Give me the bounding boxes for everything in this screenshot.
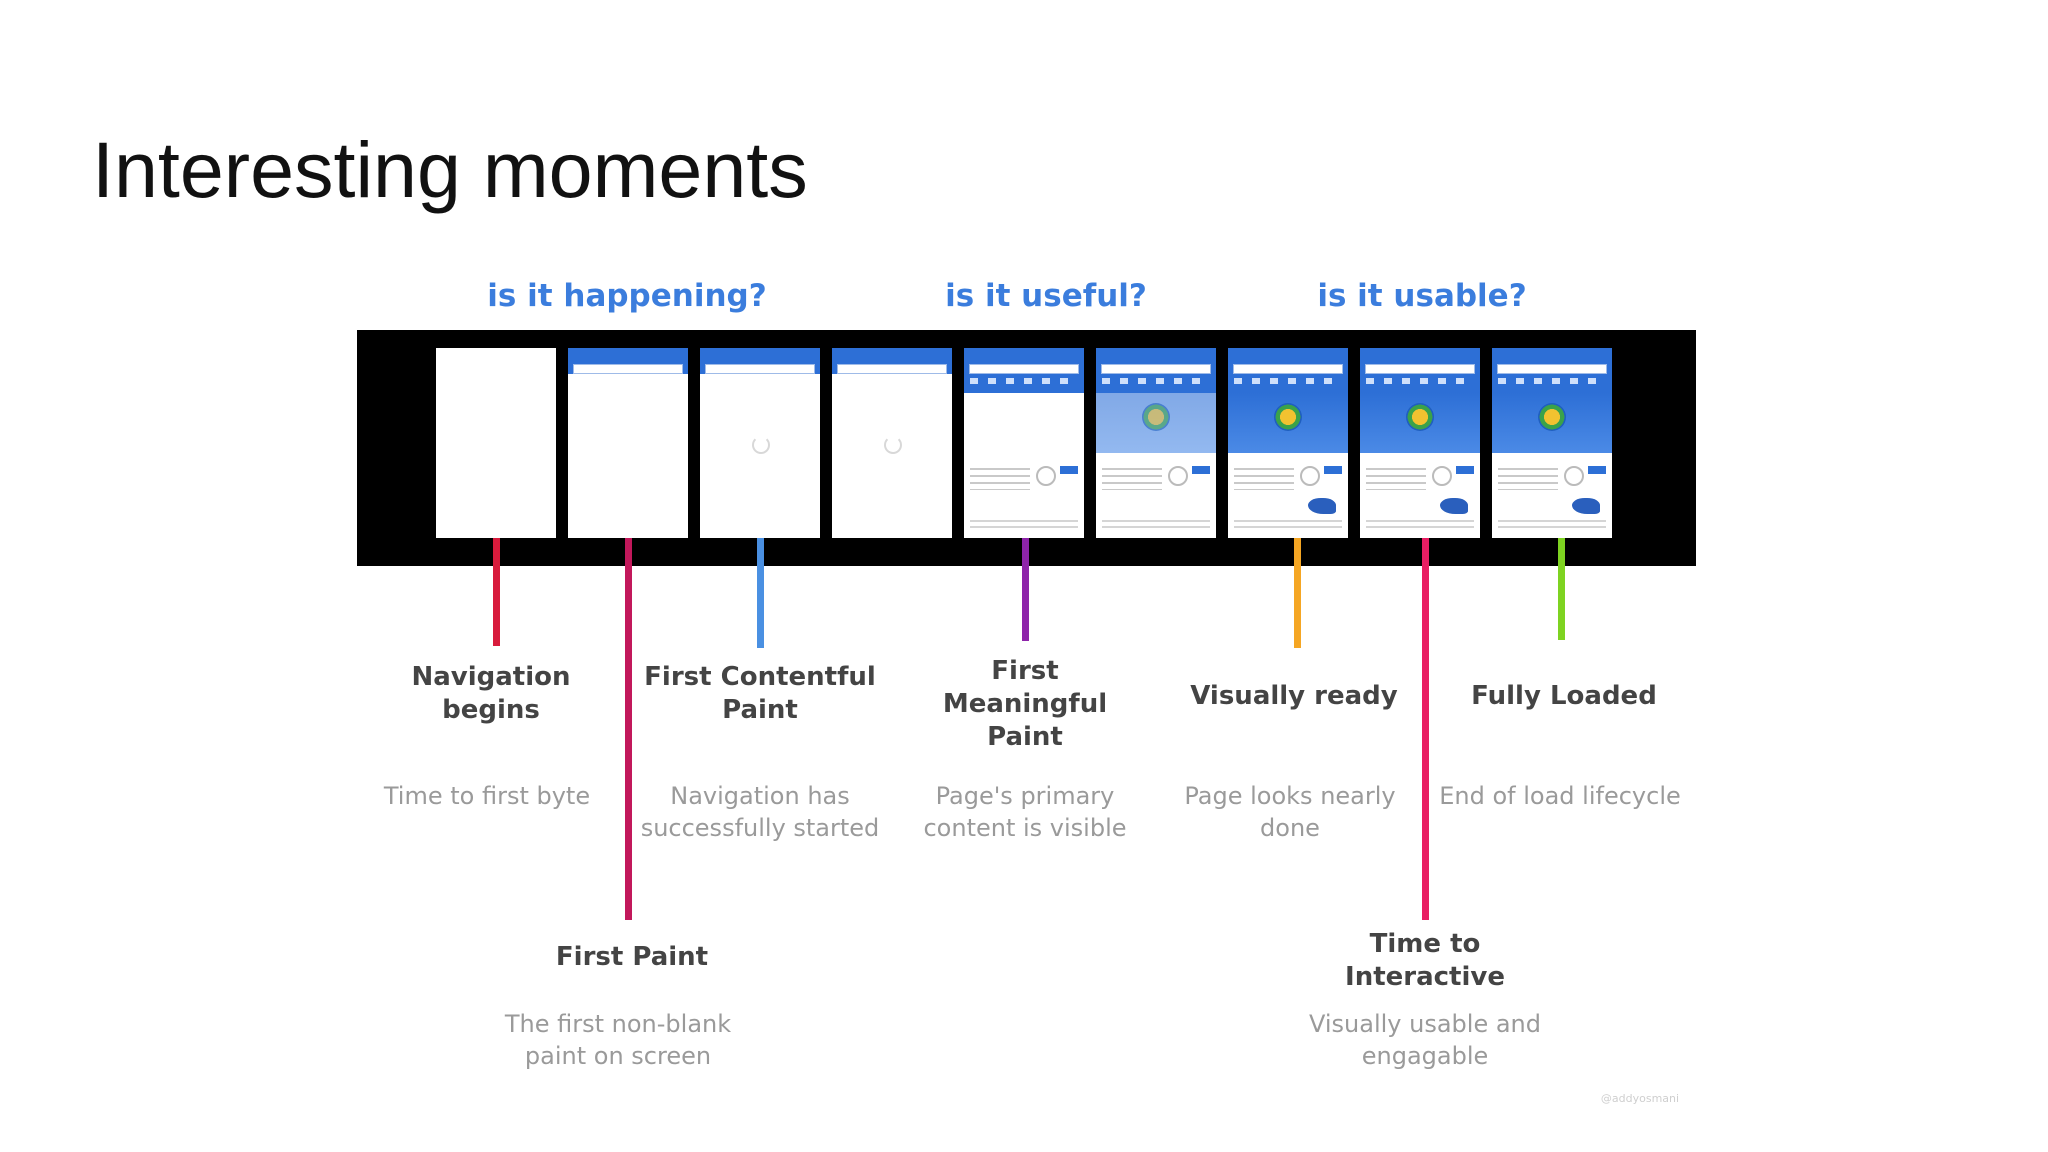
frame-7 xyxy=(1228,348,1348,538)
marker-visually-ready xyxy=(1294,538,1301,648)
marker-first-paint xyxy=(625,538,632,920)
moment-title-fully-loaded: Fully Loaded xyxy=(1471,681,1657,711)
frame-5 xyxy=(964,348,1084,538)
frame-3 xyxy=(700,348,820,538)
moment-desc-first-meaningful-paint: Page's primary content is visible xyxy=(923,782,1127,842)
moment-title-visually-ready: Visually ready xyxy=(1190,681,1398,711)
marker-fully-loaded xyxy=(1558,538,1565,640)
moment-title-first-meaningful-paint: First Meaningful Paint xyxy=(942,656,1108,752)
frame-4 xyxy=(832,348,952,538)
frame-2 xyxy=(568,348,688,538)
moment-desc-first-contentful-paint: Navigation has successfully started xyxy=(640,782,880,842)
moment-title-first-contentful-paint: First Contentful Paint xyxy=(644,662,876,725)
author-watermark: @addyosmani xyxy=(1600,1092,1680,1105)
frame-9 xyxy=(1492,348,1612,538)
moment-title-navigation-begins: Navigation begins xyxy=(411,662,571,725)
frame-1 xyxy=(436,348,556,538)
moment-desc-visually-ready: Page looks nearly done xyxy=(1184,782,1396,842)
frame-8 xyxy=(1360,348,1480,538)
filmstrip xyxy=(357,330,1696,566)
marker-first-contentful-paint xyxy=(757,538,764,648)
marker-first-meaningful-paint xyxy=(1022,538,1029,641)
marker-time-to-interactive xyxy=(1422,538,1429,920)
marker-navigation-begins xyxy=(493,538,500,646)
moment-desc-time-to-interactive: Visually usable and engagable xyxy=(1308,1010,1542,1070)
moment-title-time-to-interactive: Time to Interactive xyxy=(1345,929,1505,992)
question-useful: is it useful? xyxy=(945,278,1147,314)
moment-desc-first-paint: The first non-blank paint on screen xyxy=(504,1010,732,1070)
moment-desc-fully-loaded: End of load lifecycle xyxy=(1439,782,1681,810)
moment-desc-navigation-begins: Time to first byte xyxy=(383,782,591,810)
question-happening: is it happening? xyxy=(487,278,767,314)
question-usable: is it usable? xyxy=(1317,278,1527,314)
slide-title: Interesting moments xyxy=(92,125,808,214)
moment-title-first-paint: First Paint xyxy=(555,942,709,972)
frame-6 xyxy=(1096,348,1216,538)
